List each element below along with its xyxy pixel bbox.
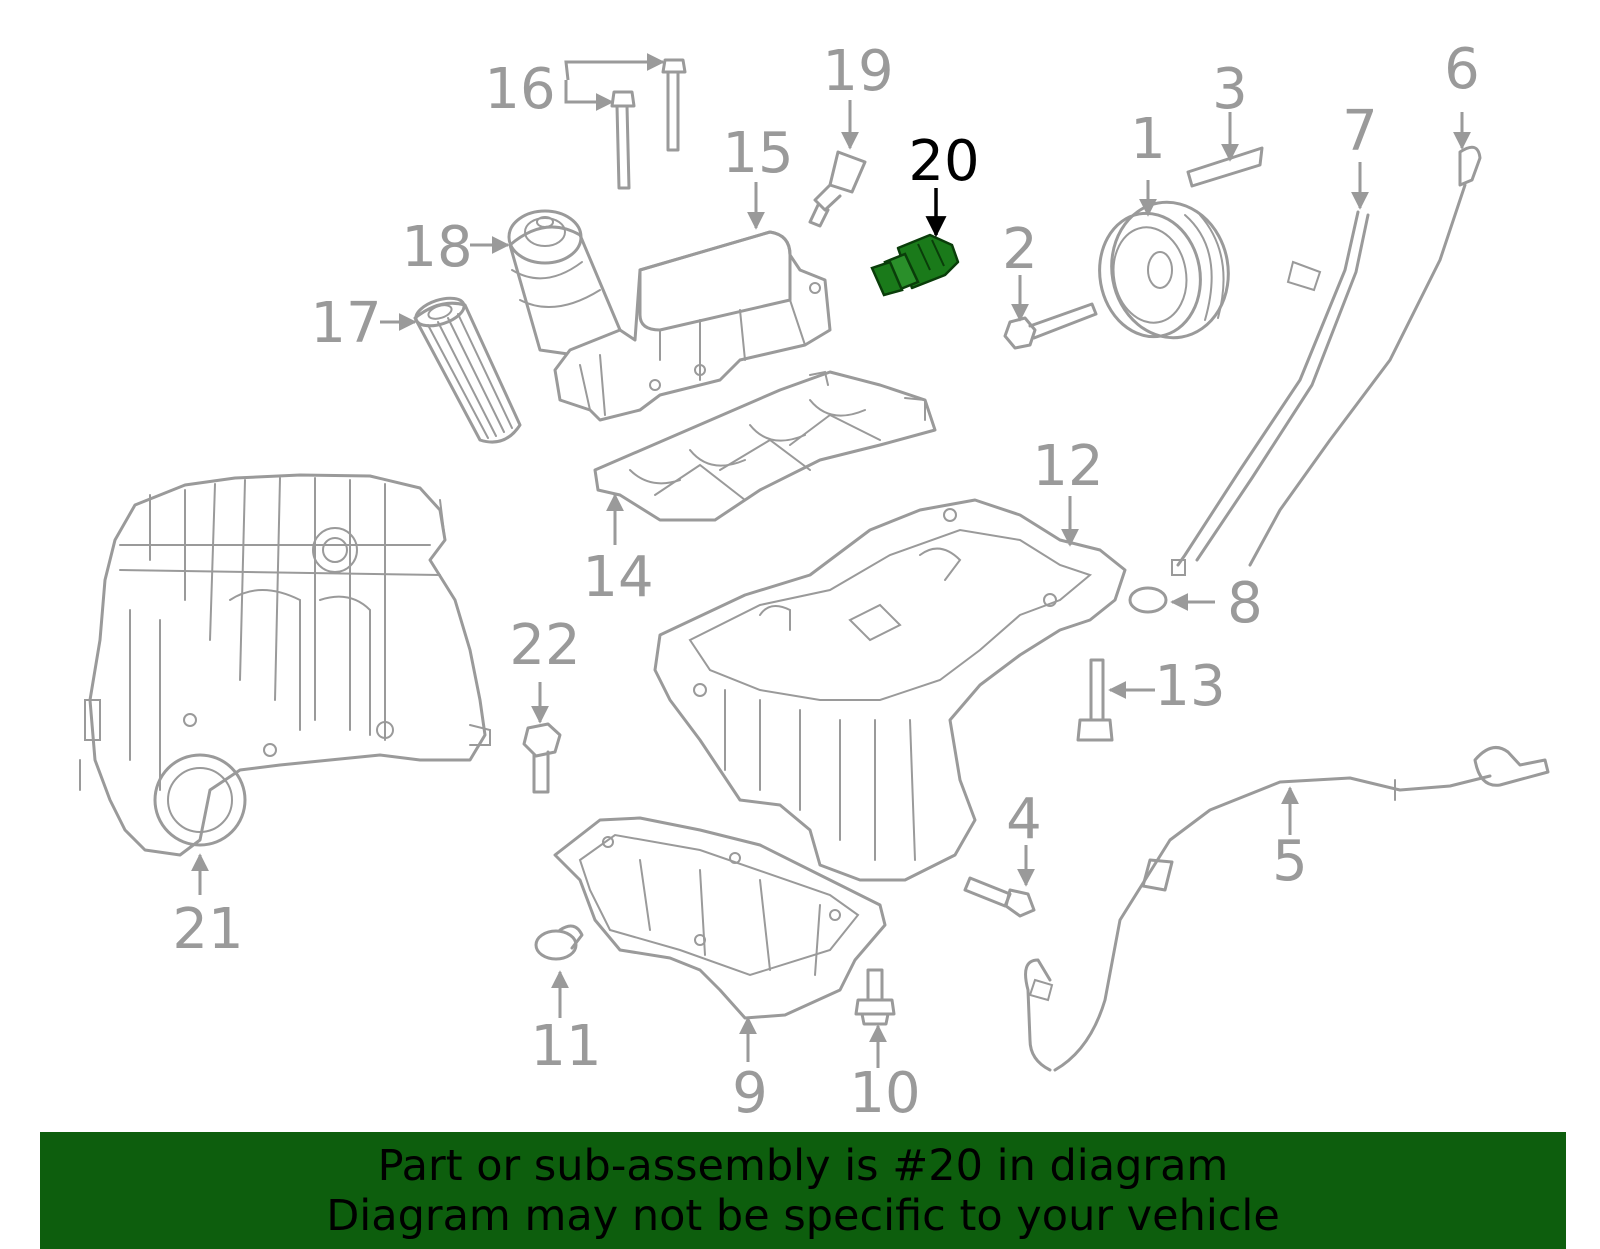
callout-labels: 1 2 3 4 5 6 7 8 9 10 11 12 13 14 15 16 1… — [172, 37, 1479, 1126]
callout-6: 6 — [1444, 37, 1480, 102]
manifold-bolt-part[interactable] — [522, 722, 562, 794]
callout-20: 20 — [908, 129, 979, 194]
oil-pressure-sensor-part[interactable] — [808, 150, 867, 228]
callout-leaders — [191, 53, 1471, 1068]
housing-bolts-part[interactable] — [610, 58, 687, 190]
notice-line-part-number: Part or sub-assembly is #20 in diagram — [377, 1140, 1229, 1191]
callout-15: 15 — [722, 121, 793, 186]
callout-10: 10 — [849, 1061, 920, 1126]
o-ring-part[interactable] — [1128, 586, 1168, 614]
oil-filter-cap-part[interactable] — [507, 209, 622, 357]
windage-tray-part[interactable] — [593, 370, 937, 522]
callout-22: 22 — [509, 613, 580, 678]
dipstick-part[interactable] — [1248, 145, 1482, 567]
notice-line-disclaimer: Diagram may not be specific to your vehi… — [326, 1190, 1280, 1241]
callout-19: 19 — [822, 39, 893, 104]
callout-21: 21 — [172, 897, 243, 962]
callout-17: 17 — [310, 291, 381, 356]
oil-filter-element-part[interactable] — [413, 293, 522, 444]
pan-bolt-part[interactable] — [963, 876, 1036, 918]
callout-18: 18 — [401, 215, 472, 280]
oil-pressure-switch-part[interactable] — [870, 233, 960, 297]
pan-stud-part[interactable] — [1076, 658, 1114, 742]
callout-7: 7 — [1342, 99, 1378, 164]
callout-4: 4 — [1006, 787, 1042, 852]
callout-1: 1 — [1130, 107, 1166, 172]
drain-plug-part[interactable] — [534, 924, 584, 961]
callout-5: 5 — [1272, 829, 1308, 894]
seal-part[interactable] — [1186, 146, 1264, 188]
intake-manifold-part[interactable] — [79, 473, 491, 857]
callout-14: 14 — [582, 545, 653, 610]
callout-16: 16 — [484, 57, 555, 122]
crankshaft-pulley-part[interactable] — [1090, 193, 1239, 347]
upper-oil-pan-part[interactable] — [653, 498, 1127, 882]
dipstick-tube-part[interactable] — [1171, 210, 1370, 576]
callout-3: 3 — [1212, 57, 1248, 122]
callout-9: 9 — [732, 1061, 768, 1126]
callout-12: 12 — [1032, 434, 1103, 499]
oil-filter-housing-part[interactable] — [553, 230, 832, 422]
lower-pan-bolt-part[interactable] — [854, 968, 896, 1026]
lower-oil-pan-part[interactable] — [553, 816, 887, 1020]
oil-level-sensor-harness-part[interactable] — [1024, 746, 1550, 1072]
callout-8: 8 — [1227, 571, 1263, 636]
callout-13: 13 — [1154, 654, 1225, 719]
callout-11: 11 — [530, 1014, 601, 1079]
callout-2: 2 — [1002, 217, 1038, 282]
diagram-notice-banner: Part or sub-assembly is #20 in diagram D… — [40, 1132, 1566, 1249]
